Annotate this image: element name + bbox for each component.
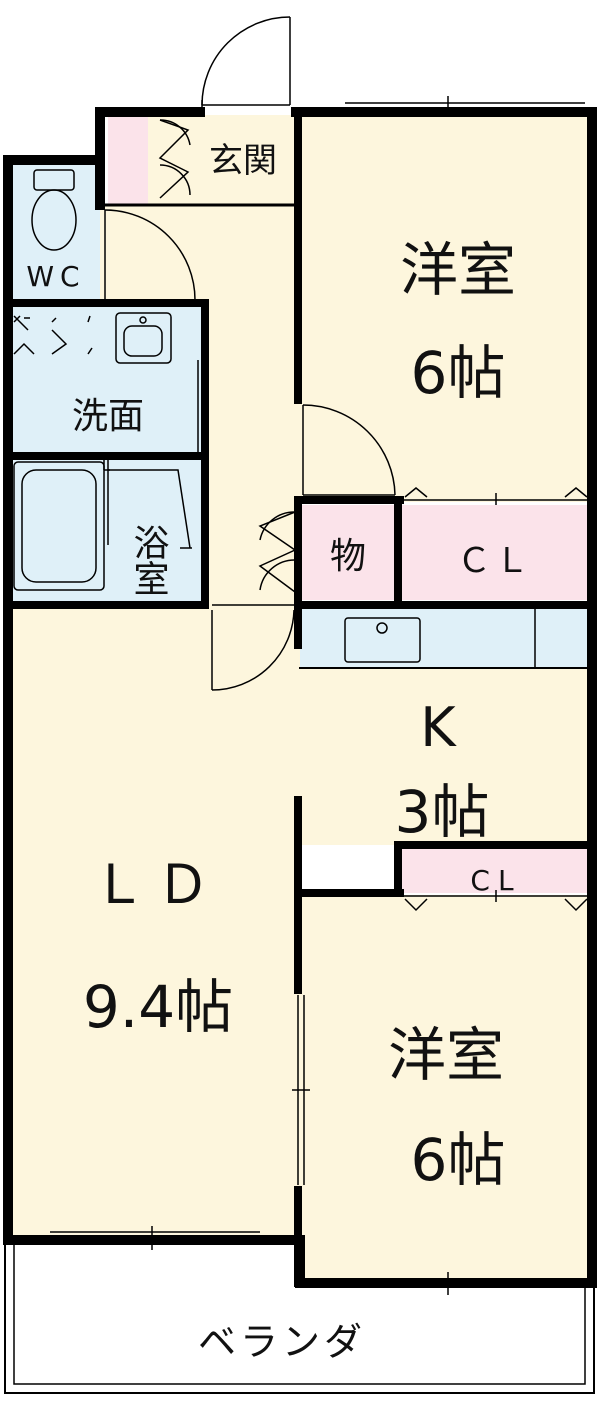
label-wc: WC — [26, 260, 85, 293]
ld-door — [211, 604, 295, 691]
washing-machine-mark — [13, 315, 93, 355]
bedroom-top-door — [302, 404, 396, 496]
label-bedroom-bottom-size: 6帖 — [411, 1126, 506, 1194]
label-bath: 浴室 — [128, 524, 169, 596]
label-kitchen-name: K — [420, 696, 457, 759]
label-kitchen-size: 3帖 — [395, 778, 490, 846]
label-ld-size: 9.4帖 — [83, 973, 233, 1041]
bath-door — [107, 458, 191, 549]
shoe-cabinet-door — [158, 119, 191, 199]
bathtub-icon — [13, 461, 105, 591]
label-entrance: 玄関 — [209, 141, 277, 181]
toilet-icon — [31, 169, 77, 251]
sliding-door-bedroom — [292, 995, 310, 1185]
label-closet-top: ＣＬ — [457, 541, 533, 581]
label-bedroom-top-size: 6帖 — [411, 339, 506, 407]
entrance-door — [201, 16, 291, 112]
label-bedroom-top-name: 洋室 — [400, 236, 516, 304]
room-labels: 玄関 WC 洗面 浴室 洋室 6帖 物 ＣＬ K 3帖 CL ＬＤ 9.4帖 洋… — [26, 141, 533, 1364]
washbasin-icon — [115, 312, 172, 364]
label-ld-name: ＬＤ — [92, 853, 220, 916]
label-bedroom-bottom-name: 洋室 — [388, 1021, 504, 1089]
veranda-area — [4, 1240, 596, 1394]
label-closet-mid: CL — [470, 864, 521, 897]
closet-mid-doors — [400, 890, 592, 912]
label-washroom: 洗面 — [72, 396, 144, 437]
label-storage: 物 — [330, 536, 366, 577]
walls — [3, 107, 597, 1288]
label-veranda: ベランダ — [198, 1320, 366, 1364]
closet-top-doors — [400, 487, 592, 505]
kitchen-sink-icon — [344, 608, 536, 668]
